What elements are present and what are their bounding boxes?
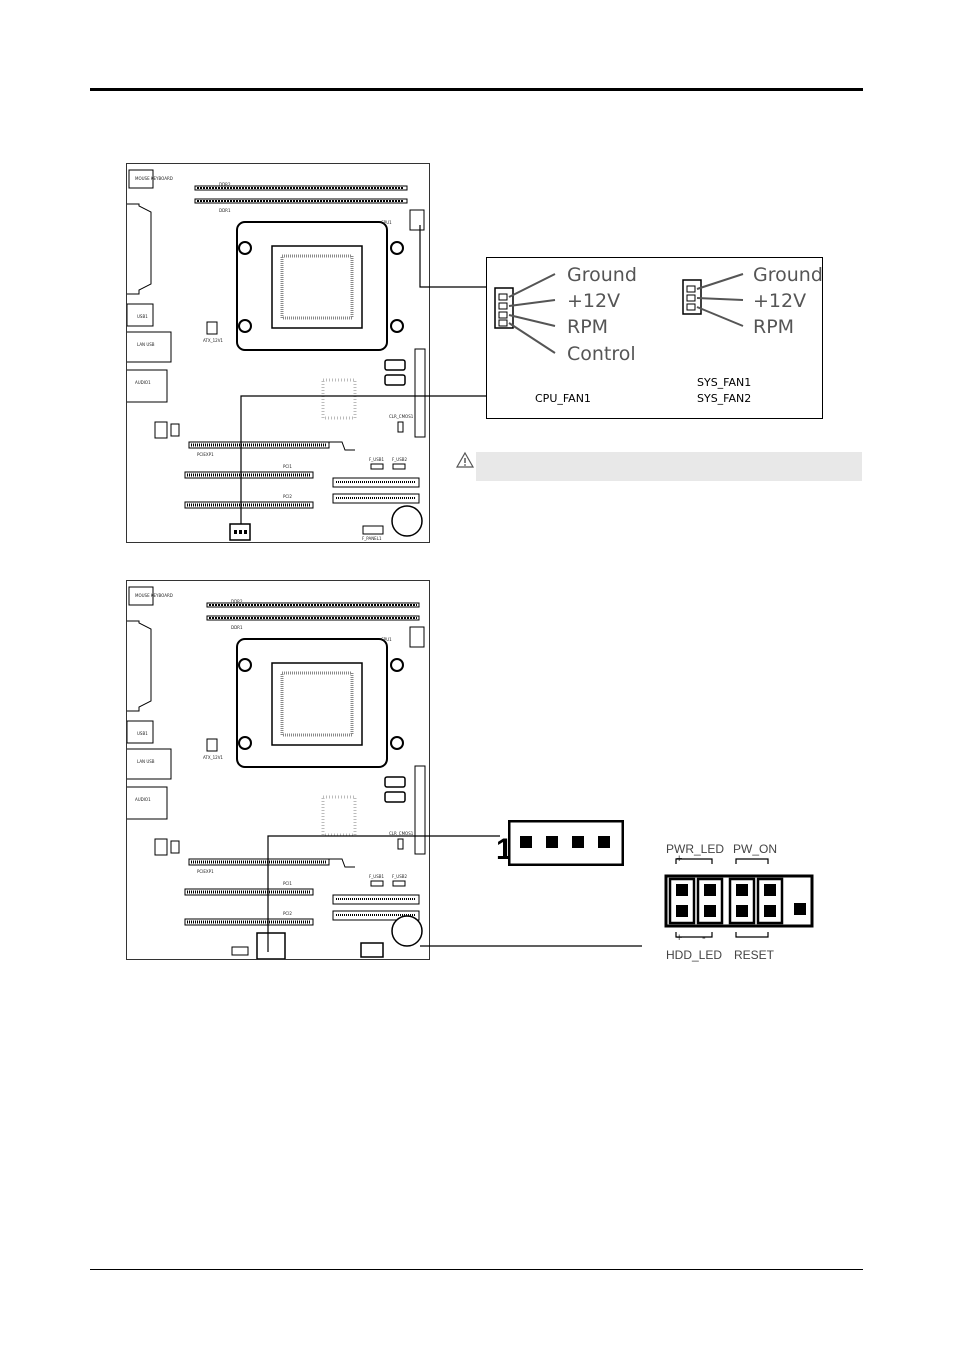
atx12v-connector [206,738,218,752]
atx12v-connector [206,321,218,335]
ide1-connector [332,894,420,905]
fdd1-connector [332,910,420,921]
ddr2-label: DDR2 [231,599,243,604]
cpu-socket [271,662,363,746]
clr-cmos-jumper [397,838,404,850]
cpu-pin-rpm: RPM [567,316,609,338]
audio-port [127,786,168,820]
ps2-label: MOUSE KEYBOARD [135,593,173,598]
ps2-port [128,169,154,189]
pciexp-label: PCIEXP1 [197,452,214,457]
cpu-fan-caption: CPU_FAN1 [535,392,591,405]
fusb1-header [370,880,384,887]
fusb1-header [370,463,384,470]
ps2-label: MOUSE KEYBOARD [135,176,173,181]
cpu-fan-header [409,626,425,648]
hdd-led-label: HDD_LED [666,948,723,962]
spdif-connector-icon [508,820,624,866]
cpu-socket [271,245,363,329]
pci1-label: PCI1 [283,464,292,469]
front-audio-header [154,838,168,856]
pci2-label: PCI2 [283,911,292,916]
cpu-pin-ground: Ground [567,264,637,286]
audio-label: AUDIO1 [135,797,151,802]
fusb2-label: F_USB2 [392,874,408,879]
cpu-label: CPU1 [381,637,392,642]
atx12v-label: ATX_12V1 [203,755,223,760]
ddr1-label: DDR1 [231,625,243,630]
board-1-drawing [127,169,426,541]
fusb1-label: F_USB1 [369,874,385,879]
sys-fan2-caption: SYS_FAN2 [697,392,752,405]
front-panel-pinout-icon [664,858,814,938]
motherboard-diagram-1: MOUSE KEYBOARD USB1 LAN USB AUDIO1 DDR2 … [126,163,430,543]
hdd-led-plus: + [676,932,683,944]
sys-pin-12v: +12V [753,290,807,312]
com-printer-port [127,203,152,295]
cpu-pin-control: Control [567,343,636,365]
cpu-pin-12v: +12V [567,290,621,312]
sys-fan1-caption: SYS_FAN1 [697,376,752,389]
cpu-label: CPU1 [381,220,392,225]
caution-bar [476,452,862,481]
header-rule [90,88,863,91]
sys-pin-ground: Ground [753,264,823,286]
hdd-led-minus: - [702,932,706,944]
ps2-port [128,586,154,606]
ddr1-label: DDR1 [219,208,231,213]
usb-port [127,303,154,327]
battery [391,915,423,947]
clr-cmos-label: CLR_CMOS1 [389,831,414,836]
pci1-label: PCI1 [283,881,292,886]
audio-label: AUDIO1 [135,380,151,385]
sys-fan-connector-icon [682,279,702,315]
motherboard-diagram-2: MOUSE KEYBOARD USB1 LAN USB AUDIO1 DDR2 … [126,580,430,960]
board-1-leader-lines [240,225,487,524]
caution-icon [455,451,475,468]
pw-on-label: PW_ON [733,842,778,856]
lan-usb-port [127,748,172,780]
com-printer-port [127,620,152,712]
fan-connector-callout: Ground +12V RPM Control Ground +12V RPM … [486,257,823,419]
lan-label: LAN USB [137,759,155,764]
sata1-connector [384,359,406,371]
sata1-connector [384,776,406,788]
sata2-connector [384,374,406,386]
ide1-connector [332,477,420,488]
pci2-label: PCI2 [283,494,292,499]
atx12v-label: ATX_12V1 [203,338,223,343]
lan-usb-port [127,331,172,363]
fusb2-header [392,880,406,887]
spdif-header [256,932,286,959]
usb-label: USB1 [137,314,148,319]
board-2-drawing [127,586,426,959]
sys-fan-header [231,946,249,956]
fusb1-label: F_USB1 [369,457,385,462]
usb-port [127,720,154,744]
usb-label: USB1 [137,731,148,736]
clr-cmos-jumper [397,421,404,433]
atx-power-connector [414,348,426,438]
sys-pin-rpm: RPM [753,316,795,338]
front-audio-header [154,421,168,439]
battery [391,505,423,537]
ddr2-label: DDR2 [219,182,231,187]
audio-port [127,369,168,403]
lan-label: LAN USB [137,342,155,347]
reset-label: RESET [734,948,775,962]
fpanel-label: F_PANEL1 [362,536,382,541]
pciexp-label: PCIEXP1 [197,869,214,874]
fusb2-label: F_USB2 [392,457,408,462]
fdd1-connector [332,493,420,504]
sata2-connector [384,791,406,803]
fusb2-header [392,463,406,470]
pwr-led-label: PWR_LED [666,842,725,856]
front-panel-header [360,942,384,958]
atx-power-connector [414,765,426,855]
clr-cmos-label: CLR_CMOS1 [389,414,414,419]
fan-pinout-drawing [494,273,744,354]
front-panel-header [362,525,384,535]
footer-rule [90,1269,863,1270]
board-2-leader-lines [267,835,642,952]
